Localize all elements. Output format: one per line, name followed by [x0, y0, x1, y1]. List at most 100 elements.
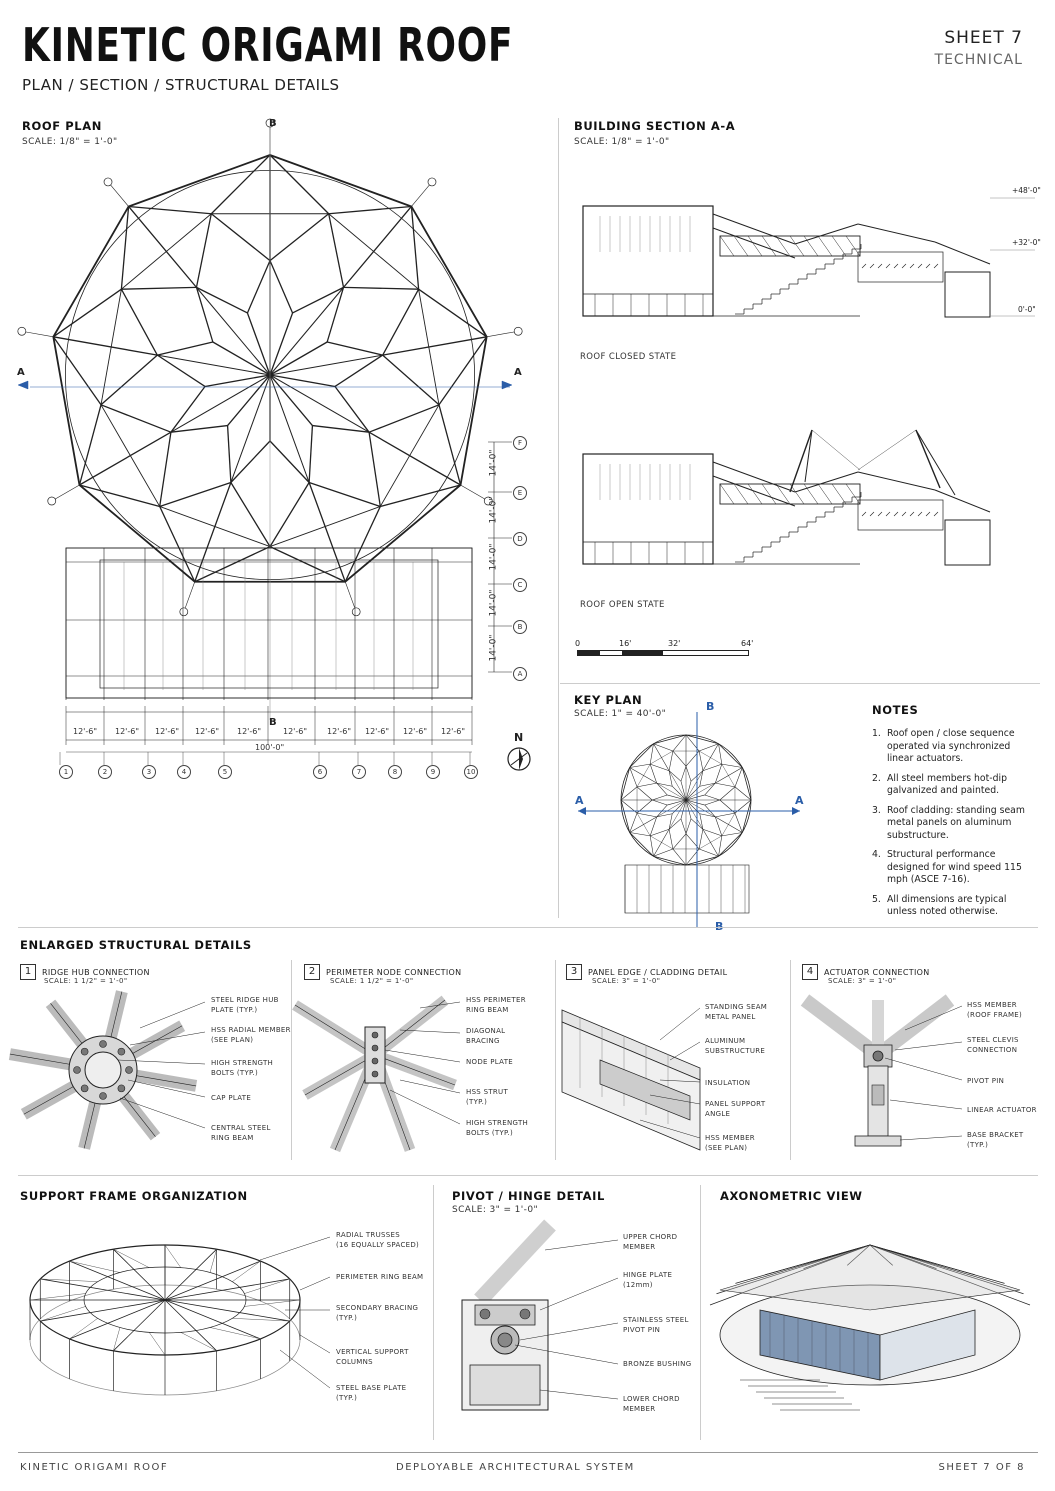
roof-plan-member [292, 286, 344, 314]
divider-key-plan [560, 683, 1040, 684]
key-plan-member [685, 818, 692, 834]
detail-4-leader [889, 1099, 963, 1110]
notes-list: 1.Roof open / close sequence operated vi… [872, 728, 1032, 926]
section-mark-a-right: A [514, 367, 522, 378]
seating-top [877, 263, 883, 269]
truss-diag [831, 483, 847, 505]
open-cable [857, 429, 917, 471]
roof-plan-member [246, 312, 271, 376]
roof-plan-member [410, 206, 420, 290]
roof-plan-member [170, 424, 228, 433]
roof-plan-member [269, 341, 328, 376]
footer-right: SHEET 7 OF 8 [938, 1462, 1025, 1473]
anchor-bubble [427, 177, 437, 187]
key-plan-member [718, 743, 723, 765]
anchor-line [486, 330, 519, 338]
node-bolt [371, 1031, 379, 1039]
total-dim: 100'-0" [255, 743, 285, 752]
pivot-leader [514, 1344, 619, 1365]
roof-plan-member [226, 425, 232, 483]
axon-roof-fold [716, 1244, 871, 1295]
frame-bracing [180, 1332, 217, 1352]
level-32: +32'-0" [1012, 238, 1041, 247]
node-bolt [371, 1057, 379, 1065]
grid-bubble-d: D [513, 532, 527, 546]
hub-bolt [99, 1092, 107, 1100]
hub-bolt [99, 1040, 107, 1048]
key-plan-member [699, 848, 719, 857]
key-plan-title: KEY PLAN [574, 693, 643, 707]
frame-bracing [244, 1299, 301, 1307]
key-plan-member [668, 799, 687, 830]
detail-3-label: PANEL SUPPORT ANGLE [705, 1100, 766, 1118]
sheet-number: SHEET 7 [944, 28, 1023, 48]
roof-plan-member [230, 482, 271, 547]
footer-center: DEPLOYABLE ARCHITECTURAL SYSTEM [396, 1462, 635, 1473]
frame-radial-truss [113, 1299, 166, 1352]
detail-2-label: HSS STRUT (TYP.) [466, 1088, 509, 1106]
key-plan-member [702, 829, 722, 837]
open-panel [804, 429, 813, 483]
pivot-scale: SCALE: 3" = 1'-0" [452, 1205, 538, 1215]
roof-plan-member [327, 341, 383, 356]
roof-plan-member [210, 154, 271, 215]
key-plan-member [653, 848, 673, 857]
seating-top [869, 511, 875, 517]
node-bolt [371, 1044, 379, 1052]
col-dim: 12'-6" [73, 727, 98, 736]
divider-details [18, 927, 1038, 928]
axon-roof-fold [709, 1244, 871, 1306]
frame-inner-ring [83, 1266, 247, 1334]
grid-bubble-f: F [513, 436, 527, 450]
roof-plan-title: ROOF PLAN [22, 119, 102, 133]
detail-2-leader [399, 1079, 461, 1094]
truss-chord [794, 223, 859, 245]
truss-diag [761, 483, 777, 505]
seating-top [901, 511, 907, 517]
key-plan-member [715, 812, 736, 818]
footer-left: KINETIC ORIGAMI ROOF [20, 1462, 169, 1473]
seating-top [925, 263, 931, 269]
roof-plan-member [368, 404, 440, 433]
roof-plan-member [269, 354, 383, 376]
roof-plan-member [195, 213, 212, 288]
divider [433, 1185, 434, 1440]
grid-bubble-col: 10 [464, 765, 478, 779]
detail-1-leader [117, 1059, 206, 1065]
frame-radial-truss [164, 1260, 261, 1301]
truss-diag [803, 235, 819, 257]
hub-bolt [80, 1047, 89, 1056]
section-mark-b-bottom: B [269, 717, 277, 728]
frame-bracing [29, 1293, 86, 1301]
detail-2-scale: SCALE: 1 1/2" = 1'-0" [330, 977, 414, 985]
roof-plan-member [312, 424, 370, 433]
note-item: 1.Roof open / close sequence operated vi… [872, 728, 1015, 764]
detail-2-label: HSS PERIMETER RING BEAM [466, 996, 526, 1014]
roof-plan-member [326, 287, 345, 343]
frame-leader [299, 1334, 331, 1354]
roof-plan-member [382, 336, 487, 356]
seating-top [901, 263, 907, 269]
key-plan-member [685, 799, 692, 819]
roof-plan-member [269, 154, 330, 215]
key-plan-member [656, 799, 687, 818]
key-plan-member [668, 770, 682, 782]
hub-cap [84, 1051, 122, 1089]
key-plan-member [649, 764, 657, 784]
key-plan-member [685, 782, 716, 801]
key-plan-member [734, 813, 743, 833]
key-plan-member [685, 794, 705, 801]
frame-bracing [209, 1249, 217, 1273]
key-plan-member [668, 829, 674, 850]
support-frame-label: STEEL BASE PLATE (TYP.) [336, 1384, 407, 1402]
roof-plan-member [269, 482, 310, 547]
anchor-bubble [17, 326, 27, 336]
key-plan-member [649, 743, 654, 765]
roof-plan-member [157, 341, 213, 356]
roof-plan-member [308, 425, 314, 483]
detail-3-header: 3 PANEL EDGE / CLADDING DETAIL [566, 964, 727, 980]
roof-plan-member [79, 484, 160, 508]
note-item: 3.Roof cladding: standing seam metal pan… [872, 804, 1025, 841]
key-plan-member [636, 786, 653, 801]
